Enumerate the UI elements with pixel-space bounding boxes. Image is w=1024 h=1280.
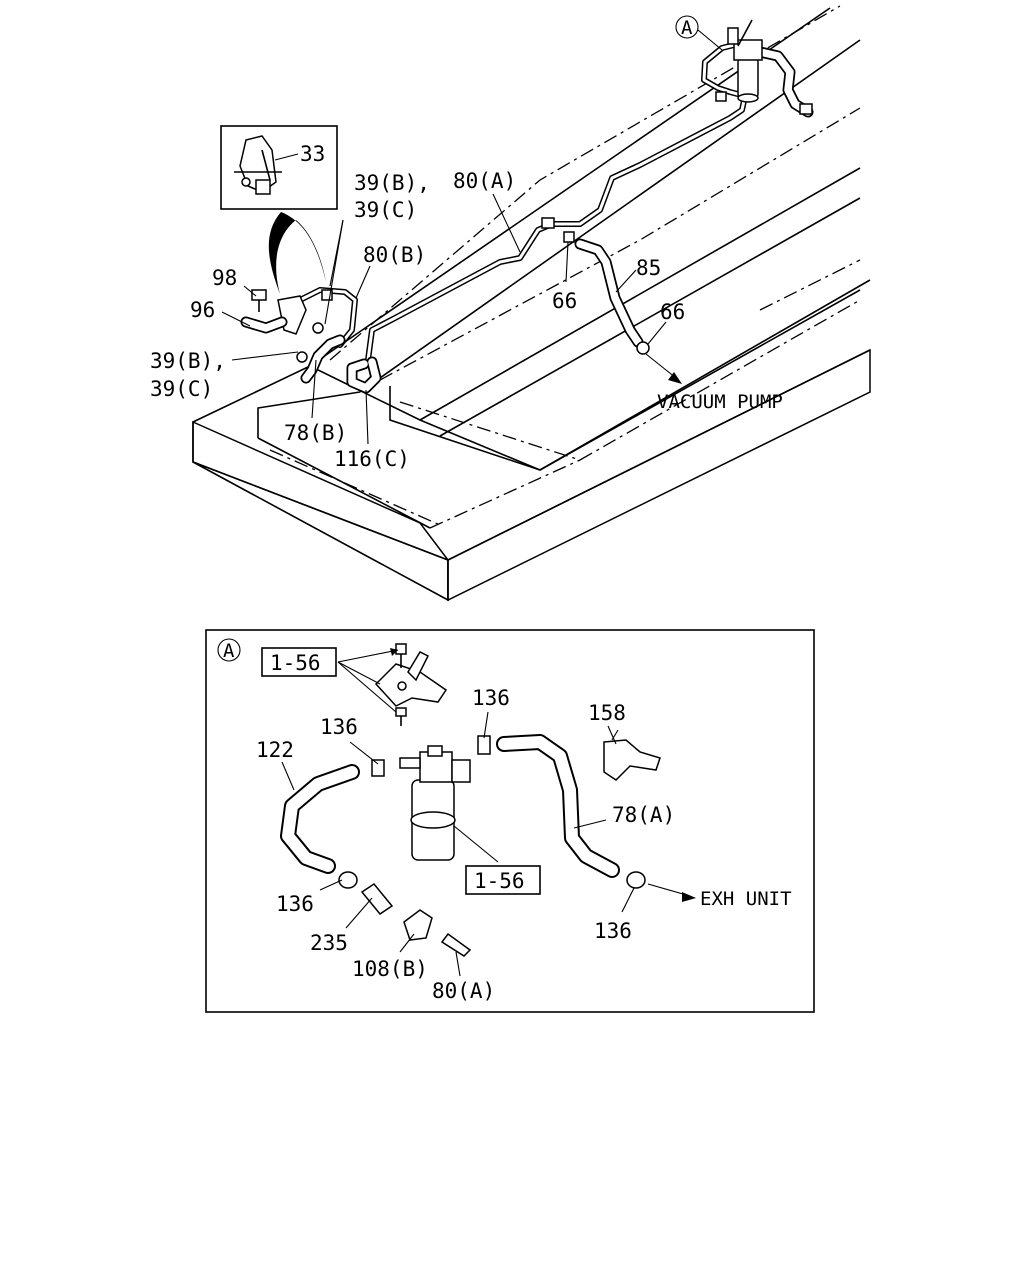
label-66-1: 66 — [552, 289, 577, 313]
callout-a-top: A — [681, 17, 693, 39]
labels-detail: A 1-56 136 136 158 122 78(A) 1-56 EXH UN… — [223, 640, 792, 1003]
labels-top: A 33 39(B), 39(C) 80(A) 80(B) 98 96 39(B… — [150, 17, 783, 471]
label-vacuum-pump: VACUUM PUMP — [657, 391, 783, 413]
label-136-1: 136 — [320, 715, 358, 739]
label-39bc-2a: 39(B), — [150, 349, 226, 373]
callout-a-detail: A — [223, 640, 235, 662]
label-1-56-top: 1-56 — [270, 651, 321, 675]
label-80a-detail: 80(A) — [432, 979, 495, 1003]
box-1-56-bottom — [465, 865, 541, 895]
label-66-2: 66 — [660, 300, 685, 324]
label-116c: 116(C) — [334, 447, 410, 471]
label-78a: 78(A) — [612, 803, 675, 827]
label-136-3: 136 — [276, 892, 314, 916]
detail-a-box — [205, 629, 815, 1013]
label-96: 96 — [190, 298, 215, 322]
label-78b: 78(B) — [284, 421, 347, 445]
label-136-2: 136 — [472, 686, 510, 710]
label-exh-unit: EXH UNIT — [700, 888, 792, 910]
inset-33 — [220, 125, 338, 294]
label-136-4: 136 — [594, 919, 632, 943]
label-108b: 108(B) — [352, 957, 428, 981]
label-39bc-2b: 39(C) — [150, 377, 213, 401]
label-80a-top: 80(A) — [453, 169, 516, 193]
vacuum-hose-routing — [240, 19, 814, 394]
leader-lines-top — [221, 15, 723, 445]
label-80b: 80(B) — [363, 243, 426, 267]
label-235: 235 — [310, 931, 348, 955]
label-85: 85 — [636, 256, 661, 280]
box-1-56-top — [261, 647, 337, 677]
label-158: 158 — [588, 701, 626, 725]
detail-a-parts — [280, 643, 696, 977]
label-98: 98 — [212, 266, 237, 290]
label-33: 33 — [300, 142, 325, 166]
label-1-56-bottom: 1-56 — [474, 869, 525, 893]
label-122: 122 — [256, 738, 294, 762]
label-39bc-1a: 39(B), — [354, 171, 430, 195]
chassis-frame — [192, 5, 871, 602]
label-39bc-1b: 39(C) — [354, 198, 417, 222]
